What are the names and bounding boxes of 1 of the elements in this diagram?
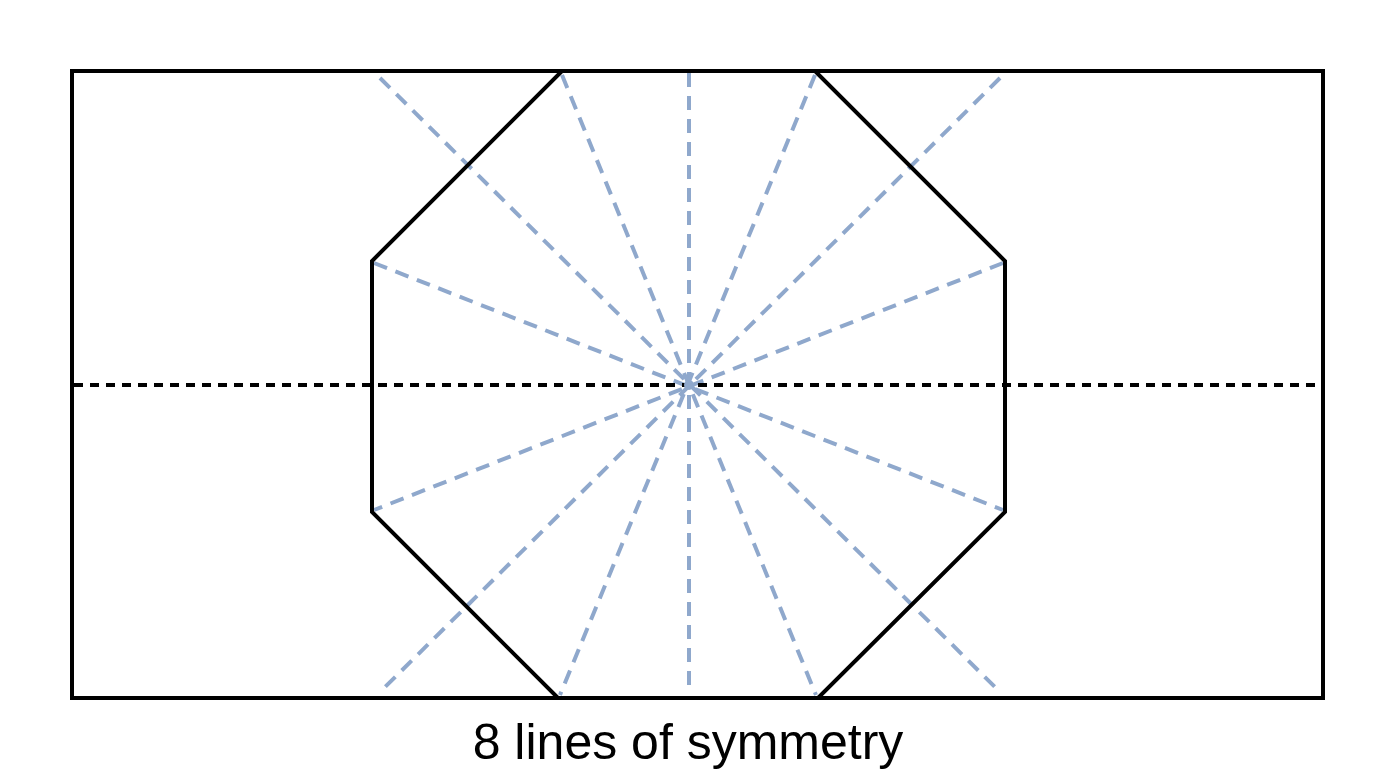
caption: 8 lines of symmetry [472,714,904,770]
